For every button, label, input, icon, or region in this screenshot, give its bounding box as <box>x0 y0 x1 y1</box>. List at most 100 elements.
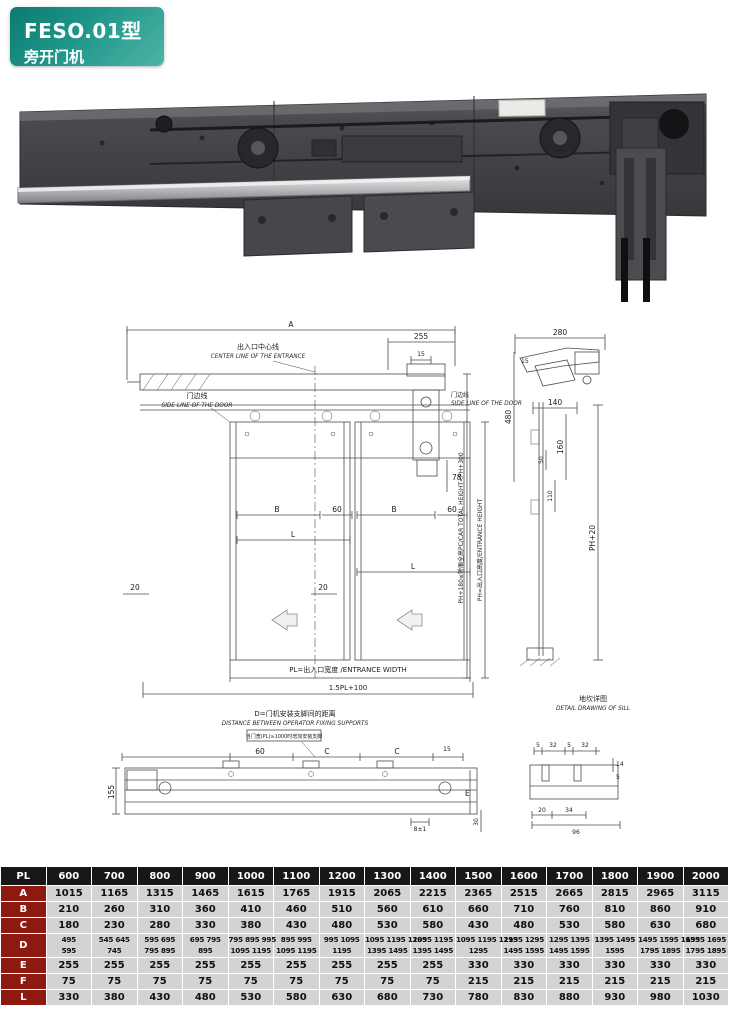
table-cell: 2965 <box>637 885 684 902</box>
table-cell: 255 <box>182 957 229 975</box>
col-header: 1600 <box>500 866 547 886</box>
row-header: L <box>0 989 47 1007</box>
dim-l1: L <box>291 530 296 539</box>
idler-pulley <box>155 115 173 133</box>
dim-480: 480 <box>504 410 513 425</box>
table-cell: 255 <box>318 957 365 975</box>
table-cell: 760 <box>546 901 593 918</box>
table-cell: 380 <box>91 989 138 1007</box>
table-cell: 215 <box>637 973 684 991</box>
table-cell: 1915 <box>318 885 365 902</box>
pl15-label: 1.5PL+100 <box>329 684 367 692</box>
ph-total-label: PH+180≤轿厢全高PC/CAR TOTAL HEIGHT<PH+300 <box>457 452 465 603</box>
table-cell: 215 <box>591 973 638 991</box>
table-cell: 330 <box>455 957 502 975</box>
table-cell: 630 <box>318 989 365 1007</box>
table-cell: 330 <box>182 917 229 934</box>
dim-15-side: 15 <box>521 358 529 365</box>
col-header: 1300 <box>364 866 411 886</box>
dim-110: 110 <box>547 490 554 502</box>
table-cell: 255 <box>45 957 92 975</box>
table-cell: 660 <box>455 901 502 918</box>
row-header: C <box>0 917 47 934</box>
table-cell: 310 <box>136 901 183 918</box>
table-cell: 1315 <box>136 885 183 902</box>
sill-dim-32b: 32 <box>581 742 589 749</box>
table-cell: 1765 <box>273 885 320 902</box>
table-cell: 860 <box>637 901 684 918</box>
table-cell: 330 <box>591 957 638 975</box>
table-cell: 580 <box>591 917 638 934</box>
door-line-left-cn: 门边线 <box>187 391 208 400</box>
sill-dim-96: 96 <box>572 829 580 836</box>
dim-280: 280 <box>553 328 568 337</box>
dim-78: 78 <box>452 473 462 482</box>
hanger-plates <box>243 191 475 257</box>
table-cell: 730 <box>409 989 456 1007</box>
dim-c2: C <box>394 747 399 756</box>
table-cell: 430 <box>273 917 320 934</box>
sill-detail <box>529 747 621 829</box>
dim-60-3: 60 <box>255 747 265 756</box>
table-cell: 330 <box>682 957 729 975</box>
sill-dim-14: 14 <box>616 761 624 768</box>
sill-rail <box>17 175 471 204</box>
model-badge: FESO.01型 旁开门机 <box>10 7 164 66</box>
table-cell: 75 <box>227 973 274 991</box>
drawing-labels: A 255 15 出入口中心线 CENTER LINE OF THE ENTRA… <box>107 320 630 836</box>
table-cell: 530 <box>546 917 593 934</box>
col-header: 900 <box>182 866 229 886</box>
table-cell: 410 <box>227 901 274 918</box>
table-cell: 75 <box>91 973 138 991</box>
door-line-right-cn: 门边线 <box>451 391 469 399</box>
table-cell: 580 <box>273 989 320 1007</box>
table-cell: 510 <box>318 901 365 918</box>
dim-e: E <box>465 789 470 798</box>
sill-dim-20: 20 <box>538 807 546 814</box>
table-cell: 75 <box>318 973 365 991</box>
table-cell: 215 <box>546 973 593 991</box>
sill-dim-32a: 32 <box>549 742 557 749</box>
table-cell: 2515 <box>500 885 547 902</box>
table-cell: 1465 <box>182 885 229 902</box>
table-cell: 380 <box>227 917 274 934</box>
table-cell: 215 <box>500 973 547 991</box>
table-cell: 1165 <box>91 885 138 902</box>
sill-dim-5b: 5 <box>567 742 571 749</box>
dim-30: 30 <box>473 818 480 826</box>
col-header: 1900 <box>637 866 684 886</box>
dim-l2: L <box>411 562 416 571</box>
table-corner-pl: PL <box>0 866 47 886</box>
table-cell: 180 <box>45 917 92 934</box>
table-cell: 2065 <box>364 885 411 902</box>
table-cell: 75 <box>364 973 411 991</box>
table-cell: 430 <box>136 989 183 1007</box>
table-cell: 780 <box>455 989 502 1007</box>
col-header: 2000 <box>682 866 729 886</box>
table-cell: 980 <box>637 989 684 1007</box>
table-cell: 2815 <box>591 885 638 902</box>
table-cell: 2365 <box>455 885 502 902</box>
table-cell: 430 <box>455 917 502 934</box>
table-cell: 210 <box>45 901 92 918</box>
d-label-cn: D=门机安装支脚间的距离 <box>254 709 335 718</box>
table-cell: 255 <box>91 957 138 975</box>
col-header: 700 <box>91 866 138 886</box>
table-cell: 680 <box>682 917 729 934</box>
table-cell: 255 <box>227 957 274 975</box>
dim-60-2: 60 <box>447 505 457 514</box>
row-header: A <box>0 885 47 902</box>
dim-ph20: PH+20 <box>588 525 597 551</box>
dim-20-1: 20 <box>130 583 140 592</box>
table-cell: 560 <box>364 901 411 918</box>
col-header: 1200 <box>318 866 365 886</box>
table-cell: 330 <box>45 989 92 1007</box>
